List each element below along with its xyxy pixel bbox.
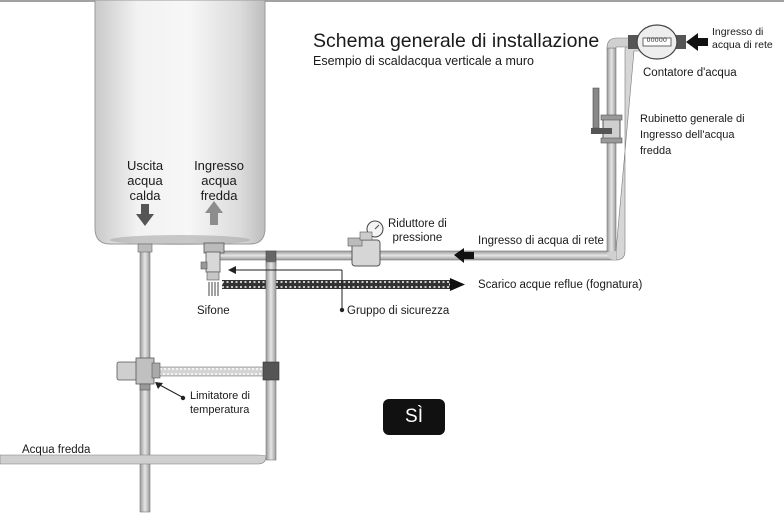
supply-riser-pipe — [615, 41, 641, 261]
hot-outlet-arrow-icon — [136, 204, 154, 226]
cold-supply-pipe-left — [215, 250, 353, 261]
cold-inlet-label: Ingresso acqua fredda — [194, 158, 244, 203]
siphon-icon — [208, 282, 219, 296]
limiter-dot-icon — [180, 395, 186, 401]
safety-group-pointer-icon — [228, 266, 236, 274]
main-valve-label: Rubinetto generale di Ingresso dell'acqu… — [640, 113, 745, 157]
safety-group-dot-icon — [339, 307, 345, 313]
cold-water-label: Acqua fredda — [22, 444, 91, 456]
cold-inlet-arrow-icon — [205, 201, 223, 225]
cold-water-outlet-pipe — [0, 454, 267, 465]
water-heater-tank — [94, 0, 266, 245]
water-meter-label: Contatore d'acqua — [643, 67, 737, 79]
temp-limiter-label: Limitatore di temperatura — [190, 390, 250, 416]
pressure-reducer-label: Riduttore di pressione — [388, 218, 447, 244]
pressure-reducer-icon — [347, 220, 384, 267]
drain-label: Scarico acque reflue (fognatura) — [478, 279, 643, 291]
cold-supply-pipe-right — [379, 250, 617, 261]
limiter-pointer-icon — [155, 382, 163, 389]
drain-arrow-icon — [450, 278, 465, 291]
drain-hose — [221, 280, 451, 289]
main-valve-icon — [591, 87, 623, 144]
hot-outlet-label: Uscita acqua calda — [126, 158, 164, 203]
diagram-title: Schema generale di installazione — [313, 30, 600, 52]
network-inlet-label: Ingresso di acqua di rete — [478, 235, 604, 247]
network-inlet-top-label: Ingresso di acqua di rete — [712, 26, 773, 51]
hot-outlet-fitting — [137, 243, 153, 253]
safety-group-label: Gruppo di sicurezza — [347, 305, 450, 317]
siphon-label: Sifone — [197, 305, 230, 317]
reducer-inlet-arrow-icon — [454, 248, 474, 263]
temperature-limiter-icon — [116, 357, 161, 391]
mixing-tee-fitting — [262, 361, 280, 381]
supply-riser — [606, 47, 617, 253]
cold-down-pipe — [265, 261, 277, 461]
network-inlet-arrow-icon — [686, 33, 708, 51]
water-meter-icon — [628, 24, 686, 60]
safety-group-icon — [200, 242, 225, 281]
meter-display: 00000 — [646, 37, 668, 44]
leader-lines — [157, 269, 343, 398]
yes-badge: SÌ — [383, 399, 445, 435]
mixing-pipe — [155, 366, 267, 377]
diagram-subtitle: Esempio di scaldacqua verticale a muro — [313, 54, 534, 68]
